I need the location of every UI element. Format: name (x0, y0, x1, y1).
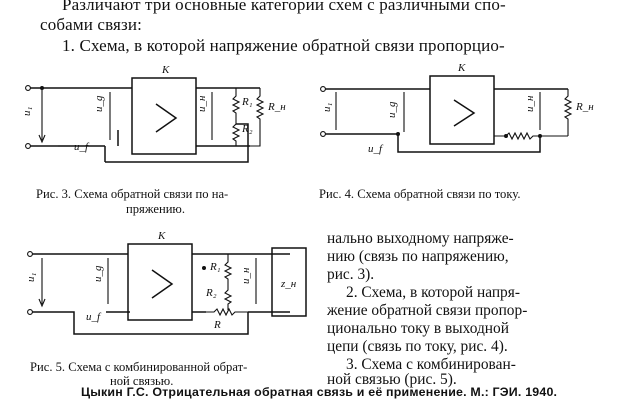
paragraph-line-1: Различают три основные категории схем с … (62, 0, 506, 14)
fig3-rn-label: R_н (267, 101, 286, 113)
fig3-uf-label: u_f (74, 141, 90, 153)
fig4-sense-resistor (494, 131, 568, 141)
paragraph-line-2: собами связи: (40, 15, 142, 34)
caption-fig-4: Рис. 4. Схема обратной связи по току. (319, 187, 521, 201)
fig4-amp-symbol (453, 99, 476, 127)
fig3-terminal-bottom (25, 143, 31, 149)
fig5-r-resistor (206, 307, 248, 317)
fig5-r2-label: R₂ (205, 287, 217, 299)
fig3-ug-label: u_g (93, 95, 105, 112)
fig4-node-a (504, 134, 508, 138)
fig5-load-box (271, 247, 307, 317)
fig3-terminal-top (25, 85, 31, 91)
fig5-r-label: R (213, 319, 221, 331)
right-column-line-8: 3. Схема с комбинирован- (346, 356, 516, 373)
caption-fig-3-line-2: пряжению. (126, 202, 185, 216)
right-column-line-2: нию (связь по напряжению, (327, 248, 509, 265)
caption-fig-3-line-1: Рис. 3. Схема обратной связи по на- (36, 187, 229, 201)
fig3-rn-resistor (250, 88, 265, 147)
fig3-r1-label: R₁ (241, 96, 253, 108)
fig3-r2-label: R₂ (241, 123, 253, 135)
right-column-line-9: ной связью (рис. 5). (327, 371, 457, 388)
fig5-wire-bottom-in (32, 311, 214, 335)
fig4-rn-label: R_н (575, 101, 594, 113)
fig5-feedback-wire (214, 312, 249, 335)
fig3-feedback-wire (105, 123, 249, 163)
right-column-line-7: цепи (связь по току, рис. 4). (327, 338, 508, 355)
fig4-rn-resistor (563, 89, 573, 136)
fig3-un-label: u_н (196, 95, 208, 112)
fig5-amp-symbol (151, 269, 174, 299)
fig4-u1-label: u₁ (321, 103, 333, 113)
fig3-r1-r2-divider (231, 88, 241, 146)
fig4-node-c (396, 132, 400, 136)
right-column-line-1: нально выходному напряже- (327, 230, 514, 247)
fig3-amplifier-box (131, 77, 197, 155)
right-column-line-5: жение обратной связи пропор- (327, 302, 528, 319)
fig5-u1-label: u₁ (25, 273, 37, 283)
right-column-line-3: рис. 3). (327, 266, 375, 283)
fig5-amplifier-box (127, 243, 193, 321)
right-column-line-4: 2. Схема, в которой напря- (346, 284, 520, 301)
fig4-terminal-top (320, 86, 326, 92)
fig5-zn-label: z_н (280, 278, 297, 290)
paragraph-line-3: 1. Схема, в которой напряжение обратной … (62, 36, 505, 55)
fig5-terminal-top (27, 251, 33, 257)
fig4-feedback-wire (397, 134, 541, 153)
fig4: u₁ u_g u_f К u_н R_н (320, 62, 594, 155)
fig4-ug-label: u_g (386, 101, 398, 118)
fig4-un-label: u_н (524, 95, 536, 112)
caption-fig-5-line-2: ной связью. (110, 374, 174, 388)
fig5-node-r1 (202, 266, 206, 270)
fig5-un-label: u_н (240, 267, 252, 284)
fig4-k-label: К (457, 62, 466, 74)
fig3-k-label: К (161, 64, 170, 76)
fig4-terminal-bottom (320, 131, 326, 137)
fig5-r1-r2-divider (223, 254, 233, 310)
fig4-amplifier-box (429, 75, 495, 145)
fig5-terminal-bottom (27, 309, 33, 315)
right-column-line-6: ционально току в выходной (327, 320, 509, 337)
fig5-k-label: К (157, 230, 166, 242)
source-credit: Цыкин Г.С. Отрицательная обратная связь … (81, 385, 558, 399)
caption-fig-5-line-1: Рис. 5. Схема с комбинированной обрат- (30, 360, 248, 374)
fig5-uf-label: u_f (86, 311, 102, 323)
fig5-r1-label: R₁ (209, 261, 221, 273)
fig3: u₁ u_g u_f К u_н R₁ R₂ R_н (21, 64, 286, 163)
fig5-ug-label: u_g (92, 265, 104, 282)
fig5: u₁ u_g u_f К R₁ R₂ R u_н z_н (25, 230, 307, 335)
fig3-u1-head (38, 134, 46, 144)
fig3-amp-symbol (155, 103, 178, 133)
fig4-uf-label: u_f (368, 143, 384, 155)
fig5-u1-head (38, 298, 46, 308)
fig3-node (40, 86, 44, 90)
fig3-u1-label: u₁ (21, 107, 33, 117)
